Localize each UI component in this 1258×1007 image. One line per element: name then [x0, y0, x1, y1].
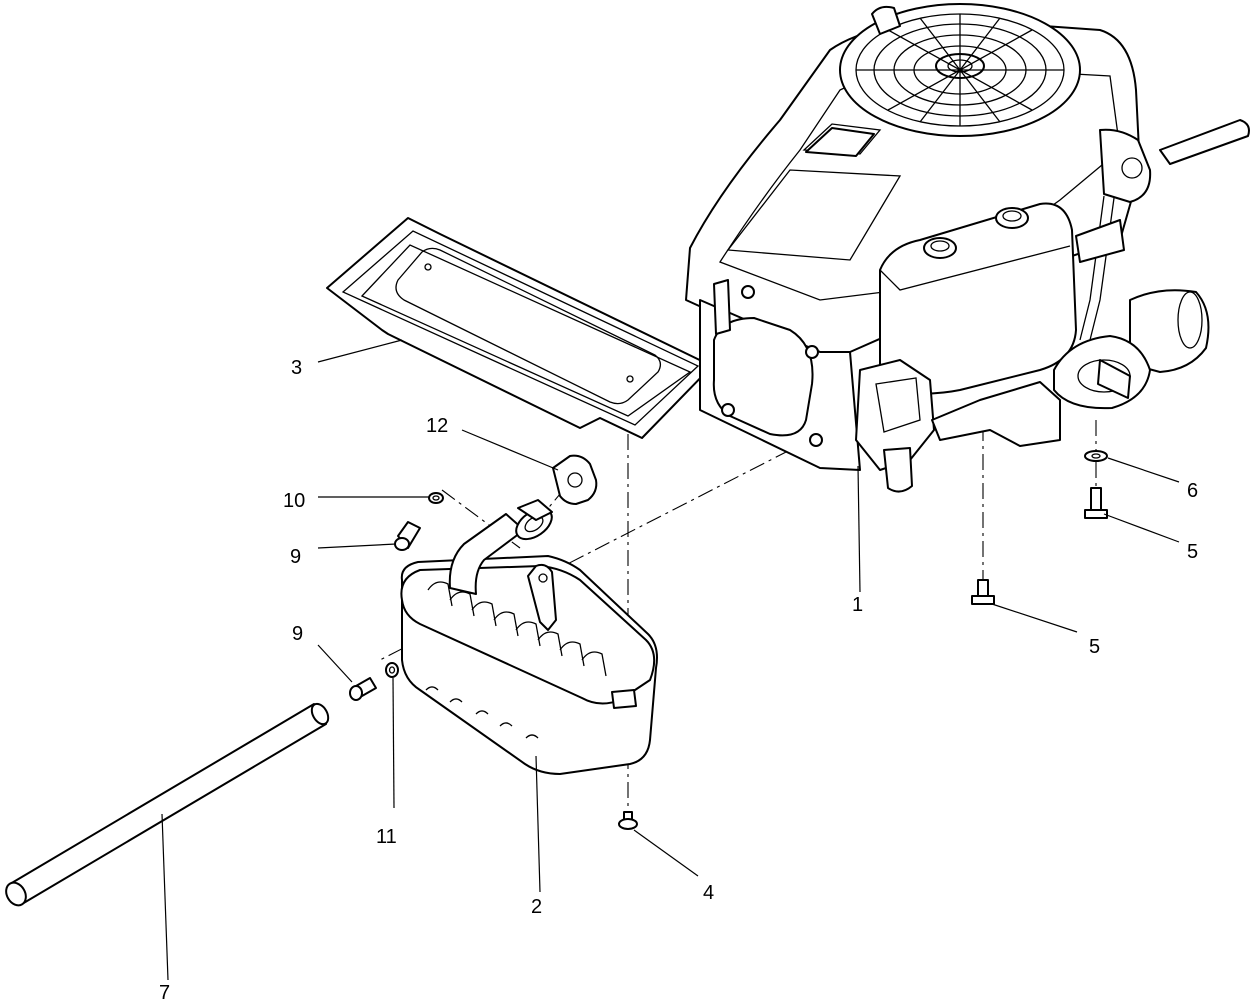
callout-1: 1 — [852, 594, 863, 616]
callout-labels: 3 12 10 9 9 11 7 2 4 1 5 5 6 — [159, 357, 1198, 1004]
engine: OHV — [685, 3, 1250, 493]
bolt-5-lower — [971, 579, 995, 605]
screw-4 — [618, 811, 638, 830]
callout-11: 11 — [376, 826, 397, 848]
flange-gasket — [552, 454, 598, 505]
tailpipe-tube — [5, 702, 330, 907]
callout-7: 7 — [159, 982, 170, 1004]
callout-3: 3 — [291, 357, 302, 379]
callout-2: 2 — [531, 896, 542, 918]
bolt-lower — [349, 677, 377, 701]
bolt-5-right — [1084, 487, 1108, 519]
callout-5-lower: 5 — [1089, 636, 1100, 658]
heat-shield-plate — [326, 217, 713, 439]
washer — [385, 662, 399, 678]
callout-10: 10 — [283, 490, 305, 512]
callout-4: 4 — [703, 882, 714, 904]
washer-6 — [1084, 450, 1108, 462]
callout-12: 12 — [426, 415, 448, 437]
callout-9-lower: 9 — [292, 623, 303, 645]
bolt-upper — [394, 521, 421, 551]
lock-nut — [428, 492, 444, 504]
callout-9-upper: 9 — [290, 546, 301, 568]
leader-lines — [161, 339, 1180, 981]
callout-6: 6 — [1187, 480, 1198, 502]
muffler — [400, 499, 658, 775]
callout-5-right: 5 — [1187, 541, 1198, 563]
